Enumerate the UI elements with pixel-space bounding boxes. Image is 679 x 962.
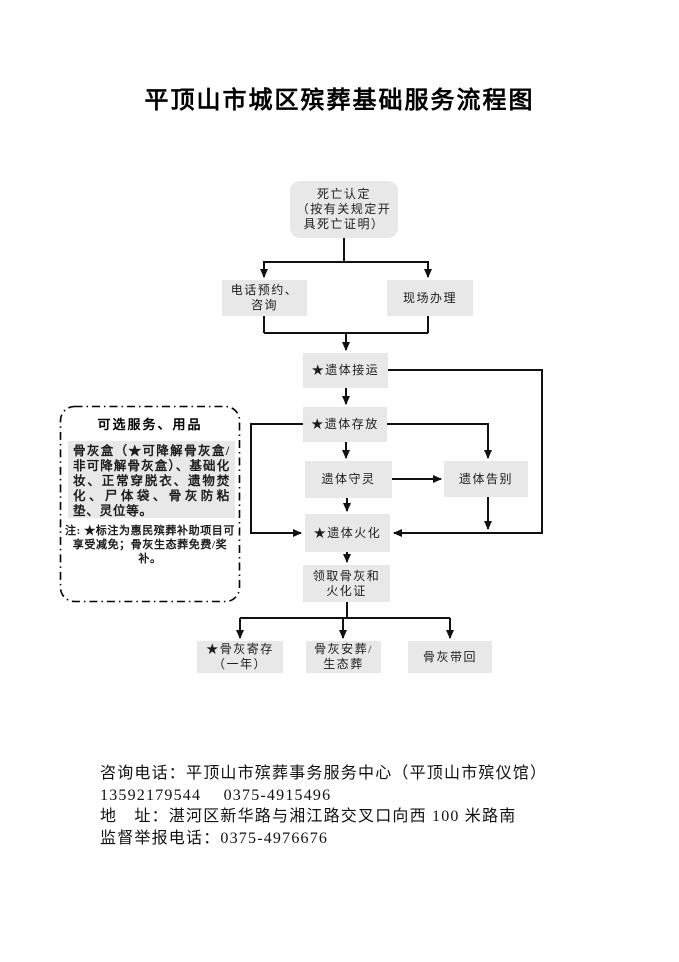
node-label: ★骨灰寄存 [206, 642, 274, 656]
contact-info: 咨询电话：平顶山市殡葬事务服务中心（平顶山市殡仪馆） 13592179544 0… [100, 763, 620, 849]
node-body-transport: ★遗体接运 [303, 353, 388, 388]
node-label: （按有关规定开 [296, 202, 392, 216]
node-label: 具死亡证明） [303, 217, 385, 231]
optional-panel-border [59, 405, 241, 603]
arrow-storage-to-cremation-left [250, 423, 303, 537]
contact-address-line: 地 址：湛河区新华路与湘江路交叉口向西 100 米路南 [100, 808, 517, 825]
node-ashes-take-home: 骨灰带回 [408, 641, 492, 673]
node-body-farewell: 遗体告别 [444, 461, 528, 497]
node-cremation: ★遗体火化 [305, 514, 390, 552]
node-collect-ashes-certificate: 领取骨灰和 火化证 [303, 565, 390, 602]
node-label: 死亡认定 [316, 187, 371, 201]
node-death-determination: 死亡认定 （按有关规定开 具死亡证明） [290, 181, 398, 238]
node-phone-booking: 电话预约、 咨询 [222, 280, 307, 316]
node-onsite-handling: 现场办理 [387, 280, 473, 316]
node-body-vigil: 遗体守灵 [305, 461, 392, 498]
node-label: 电话预约、 [230, 283, 299, 297]
node-label: 骨灰带回 [422, 649, 477, 664]
node-ashes-deposit: ★骨灰寄存 （一年） [197, 641, 283, 673]
optional-panel-title: 可选服务、用品 [97, 417, 203, 432]
node-label: 咨询 [250, 298, 278, 312]
node-label: 生态葬 [323, 657, 364, 671]
node-label: （一年） [212, 657, 267, 671]
node-label: 火化证 [326, 583, 367, 598]
node-label: 骨灰安葬/ [314, 642, 373, 656]
optional-panel-note: 注: ★标注为惠民殡葬补助项目可享受减免；骨灰生态葬免费/奖补。 [64, 525, 235, 565]
contact-report-line: 监督举报电话：0375-4976676 [100, 829, 329, 847]
optional-panel-body: 骨灰盒（★可降解骨灰盒/非可降解骨灰盒）、基础化妆、正常穿脱衣、遗物焚化、尸体袋… [68, 441, 235, 518]
node-label: ★遗体火化 [313, 525, 382, 540]
arrow-transport-to-cremation [388, 369, 543, 537]
contact-numbers-line: 13592179544 0375-4915496 [100, 786, 332, 804]
node-body-storage: ★遗体存放 [303, 407, 387, 442]
contact-phone-line: 咨询电话：平顶山市殡葬事务服务中心（平顶山市殡仪馆） [100, 765, 548, 782]
node-label: ★遗体存放 [311, 417, 379, 431]
node-label: 遗体守灵 [321, 472, 376, 486]
node-label: ★遗体接运 [311, 363, 380, 377]
node-label: 遗体告别 [458, 471, 513, 486]
node-label: 领取骨灰和 [312, 568, 381, 583]
node-ashes-burial: 骨灰安葬/ 生态葬 [306, 641, 381, 673]
node-label: 现场办理 [402, 290, 457, 305]
arrow-storage-to-farewell [387, 423, 492, 459]
page-title: 平顶山市城区殡葬基础服务流程图 [144, 88, 535, 114]
